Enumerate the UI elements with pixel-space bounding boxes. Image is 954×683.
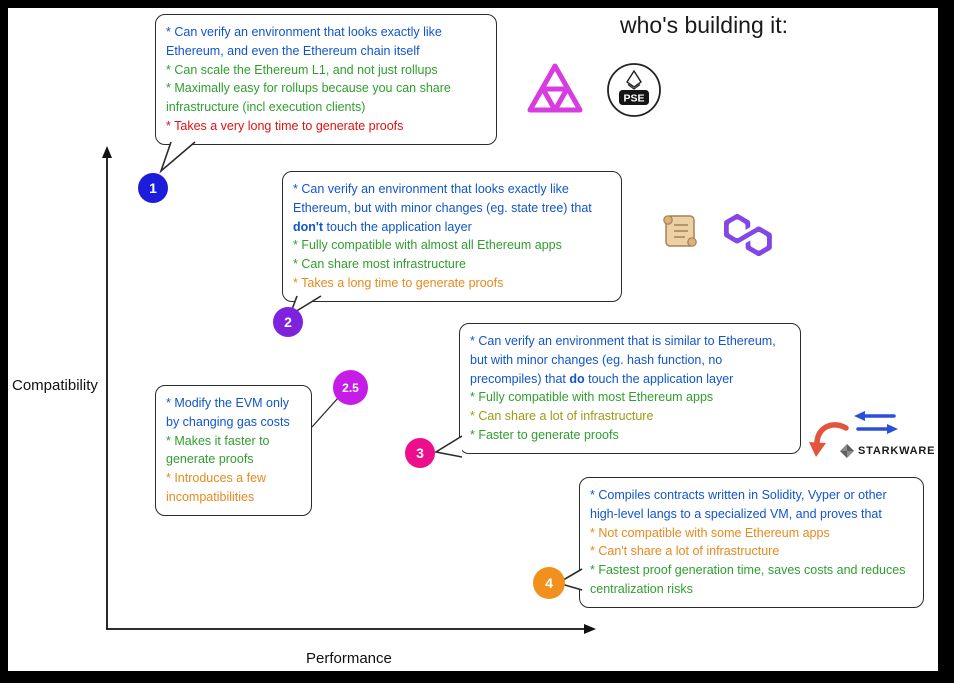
type1-point-2: * Can scale the Ethereum L1, and not jus… bbox=[166, 62, 438, 77]
pse-ethereum-diamond-icon bbox=[626, 69, 642, 88]
taiko-inner-triangle bbox=[540, 86, 570, 113]
type4-point-4: * Fastest proof generation time, saves c… bbox=[590, 563, 906, 596]
polygon-logo bbox=[724, 214, 772, 256]
type2-description-bubble: * Can verify an environment that looks e… bbox=[282, 171, 622, 302]
type25-point-3: * Introduces a few incompatibilities bbox=[166, 471, 267, 504]
type4-point-2: * Not compatible with some Ethereum apps bbox=[590, 525, 830, 540]
type3-point-1-pre: * Can verify an environment that is simi… bbox=[470, 334, 776, 386]
starkware-label: STARKWARE bbox=[858, 445, 936, 457]
type3-description-bubble: * Can verify an environment that is simi… bbox=[459, 323, 801, 454]
type3-point-1-post: touch the application layer bbox=[584, 371, 734, 386]
type2-point-1-bold: don't bbox=[293, 219, 324, 234]
pse-label: PSE bbox=[623, 93, 644, 105]
type2-marker: 2 bbox=[273, 307, 303, 337]
page-title: who's building it: bbox=[620, 12, 789, 38]
type3-marker: 3 bbox=[405, 438, 435, 468]
type25-point-1: * Modify the EVM only by changing gas co… bbox=[166, 396, 290, 429]
type1-point-3: * Maximally easy for rollups because you… bbox=[166, 81, 451, 114]
arrow-right-head bbox=[887, 424, 898, 434]
type2-point-2: * Fully compatible with almost all Ether… bbox=[293, 238, 562, 253]
type1-description-bubble: * Can verify an environment that looks e… bbox=[155, 14, 497, 145]
starkware-curved-arrow-icon bbox=[809, 422, 849, 457]
diamond-facet-bottom bbox=[840, 451, 847, 458]
type4-marker: 4 bbox=[533, 567, 565, 599]
type3-marker-label: 3 bbox=[416, 445, 424, 461]
pse-badge bbox=[619, 90, 649, 105]
starkware-diamond-icon bbox=[840, 444, 854, 458]
type2-point-3: * Can share most infrastructure bbox=[293, 257, 466, 271]
type3-point-2: * Fully compatible with most Ethereum ap… bbox=[470, 390, 714, 405]
type1-point-1: * Can verify an environment that looks e… bbox=[166, 25, 442, 58]
scroll-top-curl bbox=[663, 215, 673, 225]
type3-point-1: * Can verify an environment that is simi… bbox=[470, 332, 790, 388]
arrow-left-head bbox=[854, 411, 865, 421]
type2-point-1-post: touch the application layer bbox=[323, 219, 472, 234]
curved-arrow-head bbox=[809, 442, 826, 457]
type4-marker-label: 4 bbox=[545, 575, 553, 591]
type3-point-1-bold: do bbox=[569, 371, 585, 386]
type3-point-4: * Faster to generate proofs bbox=[470, 427, 619, 442]
pse-ethereum-base-icon bbox=[627, 84, 641, 90]
type25-marker-label: 2.5 bbox=[342, 380, 359, 395]
type2-point-4: * Takes a long time to generate proofs bbox=[293, 275, 504, 290]
type2-point-1: * Can verify an environment that looks e… bbox=[293, 180, 611, 236]
type1-point-4: * Takes a very long time to generate pro… bbox=[166, 118, 404, 133]
starkware-wordmark: STARKWARE bbox=[840, 444, 935, 458]
type1-marker-label: 1 bbox=[149, 180, 157, 196]
x-axis-label: Performance bbox=[306, 650, 392, 667]
taiko-logo bbox=[527, 63, 583, 113]
scroll-bottom-curl bbox=[687, 237, 697, 247]
type2-marker-label: 2 bbox=[284, 314, 292, 330]
curved-arrow-shaft bbox=[814, 422, 849, 448]
type25-point-2: * Makes it faster to generate proofs bbox=[166, 433, 270, 467]
pse-logo: PSE bbox=[607, 63, 661, 117]
type4-description-bubble: * Compiles contracts written in Solidity… bbox=[579, 477, 924, 608]
polygon-shape bbox=[724, 214, 772, 256]
diamond-facet-top bbox=[847, 444, 854, 451]
type25-description-bubble: * Modify the EVM only by changing gas co… bbox=[155, 385, 312, 516]
y-axis-label: Compatibility bbox=[12, 377, 98, 394]
type1-marker: 1 bbox=[138, 173, 168, 203]
type4-point-3: * Can't share a lot of infrastructure bbox=[590, 544, 780, 559]
starkware-arrows-icon bbox=[854, 411, 898, 434]
scroll-logo bbox=[663, 215, 697, 247]
type4-point-1: * Compiles contracts written in Solidity… bbox=[590, 488, 887, 521]
type2-point-1-pre: * Can verify an environment that looks e… bbox=[293, 182, 592, 215]
type3-point-3: * Can share a lot of infrastructure bbox=[470, 409, 654, 423]
type25-marker: 2.5 bbox=[333, 370, 368, 405]
